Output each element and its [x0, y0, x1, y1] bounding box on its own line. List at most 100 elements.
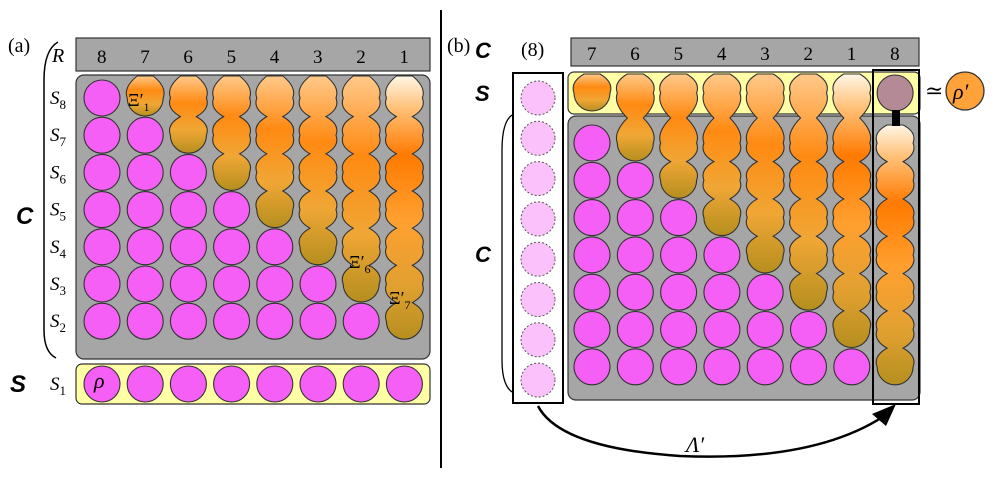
panel-b-column-label: 2	[804, 44, 814, 65]
panel-b-qubit	[616, 348, 654, 386]
panel-a-qubit	[169, 191, 207, 229]
panel-b-qubit	[660, 199, 698, 237]
panel-b-extra-qubit	[520, 241, 556, 277]
panel-b-connector	[892, 110, 900, 126]
panel-b-qubits	[573, 74, 914, 386]
panel-a-row-label: S8	[50, 88, 66, 112]
panel-b-qubit	[573, 199, 611, 237]
panel-b-qubit	[573, 273, 611, 311]
panel-b-top-mauve-qubit	[876, 74, 914, 112]
panel-b-tube	[659, 73, 699, 199]
panel-a-qubit	[83, 265, 121, 303]
panel-a-column-label: 7	[140, 47, 150, 68]
panel-a-bracket-s-label: S	[10, 371, 26, 398]
panel-b-qubit	[703, 310, 741, 349]
panel-b-extra-qubit	[520, 362, 556, 398]
panel-b-column-label: 5	[674, 44, 684, 65]
panel-a-row-label: S7	[50, 125, 67, 149]
panel-a-tube	[168, 75, 208, 154]
panel-b-qubit	[573, 236, 611, 274]
panel-b-extra-qubits	[520, 80, 556, 398]
panel-a-qubit	[83, 153, 121, 191]
panel-b-qubit	[833, 348, 871, 386]
panel-a-tubes	[125, 75, 424, 340]
panel-a-qubit	[126, 302, 164, 340]
panel-b-long-tube	[875, 124, 915, 386]
panel-b-qubit	[746, 273, 784, 311]
panel-a-xi7-label: Ξ′7	[389, 288, 411, 312]
panel-a-rho-label: ρ	[93, 368, 105, 393]
panel-a-qubit	[342, 302, 380, 340]
panel-b-qubit	[616, 199, 654, 237]
panel-a-row-label: S6	[50, 162, 67, 186]
panel-a-column-label: 5	[227, 47, 237, 68]
panel-a-row-label: S3	[50, 274, 66, 298]
panel-a-yellow-row	[75, 363, 431, 405]
panel-a-xi6-label: Ξ′6	[349, 252, 371, 276]
panel-b-left-bracket	[501, 114, 513, 393]
panel-a-qubit	[213, 302, 251, 340]
panel-a-qubit	[83, 116, 121, 154]
panel-a-qubit	[169, 265, 207, 303]
panel-a-qubit	[256, 302, 294, 340]
panel-a-column-label: 4	[270, 47, 280, 68]
panel-a-tube	[212, 75, 252, 191]
panel-a-bracket-c-label: C	[16, 203, 34, 230]
panel-b-s-top-label: S	[475, 81, 490, 106]
panel-a-qubit	[213, 265, 251, 303]
panel-b-lambda-arrow	[536, 405, 891, 458]
panel-a-qubit	[126, 191, 164, 229]
panel-b-qubit	[573, 348, 611, 386]
panel-b-tube	[572, 73, 612, 112]
panel-b-column-label: 7	[587, 44, 597, 65]
panel-a-qubit	[126, 265, 164, 303]
panel-a-tube	[384, 75, 424, 340]
panel-b-qubit	[703, 236, 741, 274]
panel-b-qubit	[573, 161, 611, 199]
panel-b-c-left-label: C	[475, 242, 492, 267]
panel-b-qubit	[746, 348, 784, 386]
panel-a-qubit	[299, 302, 337, 340]
panel-b-qubit	[660, 348, 698, 386]
panel-a-qubit	[126, 228, 164, 266]
panel-a-s1-qubit	[385, 365, 423, 403]
panel-a-tube	[298, 75, 338, 266]
panel-a-label: (a)	[8, 35, 30, 57]
panel-a-row-label: S2	[50, 311, 66, 335]
panel-a-s1-qubit	[169, 365, 207, 403]
panel-b-qubit	[660, 310, 698, 349]
panel-a-qubit	[299, 265, 337, 303]
panel-a-column-label: 6	[183, 47, 193, 68]
panel-b-header-bar	[570, 37, 920, 67]
panel-a-column-label: 8	[97, 47, 107, 68]
panel-a-tube	[255, 75, 295, 229]
panel-a-qubit	[213, 228, 251, 266]
panel-a-tube	[341, 75, 381, 303]
panel-b-approx-symbol: ≃	[925, 78, 943, 103]
panel-b-qubit	[789, 348, 828, 386]
panel-b-tube	[789, 73, 828, 311]
panel-a-bottom-row-label: S1	[50, 374, 66, 398]
panel-a-qubit	[126, 116, 164, 154]
panel-b-extra-qubit	[520, 201, 556, 237]
panel-a-column-label: 3	[313, 47, 323, 68]
panel-b-column-label: 1	[847, 44, 857, 65]
panel-b-qubit	[573, 310, 611, 349]
panel-a-qubit	[169, 302, 207, 340]
panel-a-qubit	[83, 79, 121, 117]
panel-b-tube	[832, 73, 872, 349]
panel-b-column-label: 6	[630, 44, 640, 65]
panel-b-extra-qubit	[520, 120, 556, 156]
panel-a-s1-qubit	[126, 365, 164, 403]
panel-b-extra-qubit	[520, 161, 556, 197]
panel-b-qubit	[616, 273, 654, 311]
panel-a-qubit	[83, 228, 121, 266]
panel-b-tube	[745, 73, 785, 274]
panel-a-xi1-label: Ξ′1	[128, 90, 150, 114]
panel-a-qubit	[169, 228, 207, 266]
panel-b-column-label: 3	[760, 44, 770, 65]
